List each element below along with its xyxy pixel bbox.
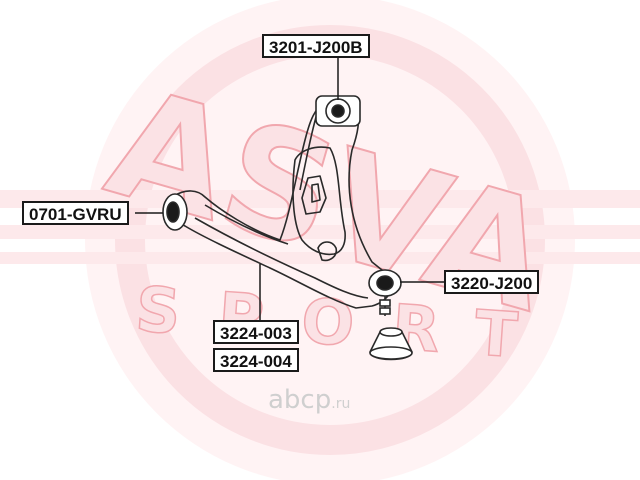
site-watermark-name: abcp <box>268 385 332 415</box>
watermark-band <box>0 252 640 264</box>
control-arm <box>168 99 394 309</box>
rear-bushing <box>315 95 361 127</box>
part-label-top: 3201-J200B <box>262 34 370 58</box>
site-watermark-suffix: .ru <box>331 396 351 412</box>
leader-lines <box>135 58 444 320</box>
part-label-left: 0701-GVRU <box>22 201 129 225</box>
watermark-band <box>0 225 640 239</box>
part-label-mid-2: 3224-004 <box>213 348 299 372</box>
front-bushing <box>162 193 188 231</box>
part-label-mid-1: 3224-003 <box>213 320 299 344</box>
watermark-ring <box>85 0 575 480</box>
site-watermark: abcp.ru <box>268 385 350 415</box>
dust-boot <box>369 327 413 361</box>
ball-joint <box>368 269 402 316</box>
part-label-right: 3220-J200 <box>444 270 540 294</box>
